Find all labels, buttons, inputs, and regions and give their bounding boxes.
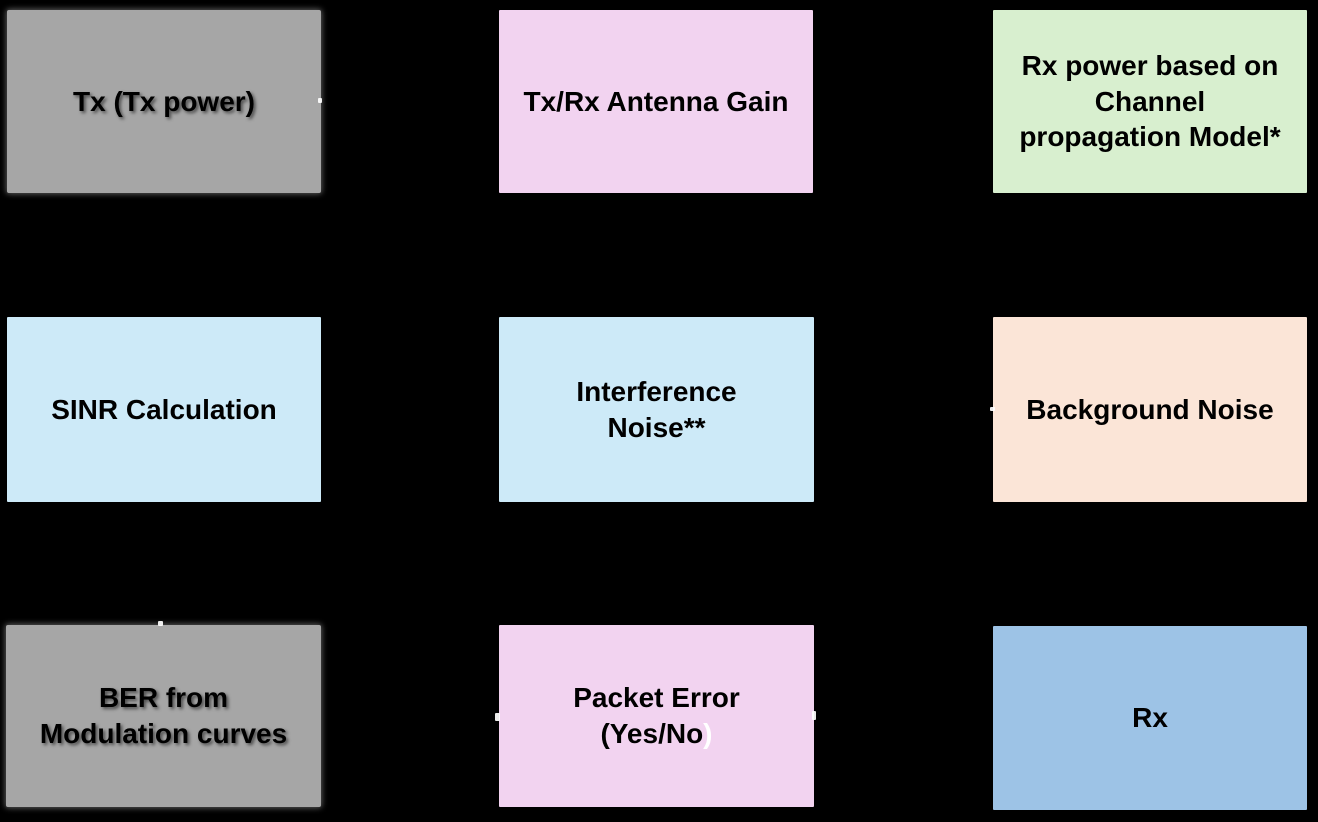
connector-stub-background-noise-left xyxy=(990,407,995,411)
box-tx: Tx (Tx power) xyxy=(7,10,321,193)
connector-stub-packet-error-right xyxy=(812,711,816,720)
box-rx-power-channel-model: Rx power based on Channel propagation Mo… xyxy=(993,10,1307,193)
box-ber-modulation-curves-label: BER from Modulation curves xyxy=(39,682,288,749)
box-antenna-gain: Tx/Rx Antenna Gain xyxy=(499,10,813,193)
box-rx-power-channel-model-label: Rx power based on Channel propagation Mo… xyxy=(1019,50,1281,153)
box-packet-error-label: Packet Error (Yes/No) xyxy=(565,680,748,751)
box-packet-error: Packet Error (Yes/No) xyxy=(499,625,814,807)
connector-stub-tx-right xyxy=(318,98,322,103)
box-antenna-gain-label: Tx/Rx Antenna Gain xyxy=(523,85,789,117)
box-interference-noise: Interference Noise** xyxy=(499,317,814,502)
box-background-noise-label: Background Noise xyxy=(1026,393,1274,425)
box-sinr-calculation-label: SINR Calculation xyxy=(51,393,277,425)
box-interference-noise-label: Interference Noise** xyxy=(576,375,737,443)
box-sinr-calculation: SINR Calculation xyxy=(7,317,321,502)
box-packet-error-label-closing-paren: ) xyxy=(703,718,713,749)
box-ber-modulation-curves: BER from Modulation curves xyxy=(6,625,321,807)
connector-stub-packet-error-left xyxy=(495,713,500,721)
box-rx: Rx xyxy=(993,626,1307,810)
connector-stub-ber-top xyxy=(158,621,163,626)
box-tx-label: Tx (Tx power) xyxy=(72,85,255,117)
box-background-noise: Background Noise xyxy=(993,317,1307,502)
box-rx-label: Rx xyxy=(1132,702,1168,734)
box-packet-error-label-main: Packet Error (Yes/No xyxy=(573,682,740,749)
